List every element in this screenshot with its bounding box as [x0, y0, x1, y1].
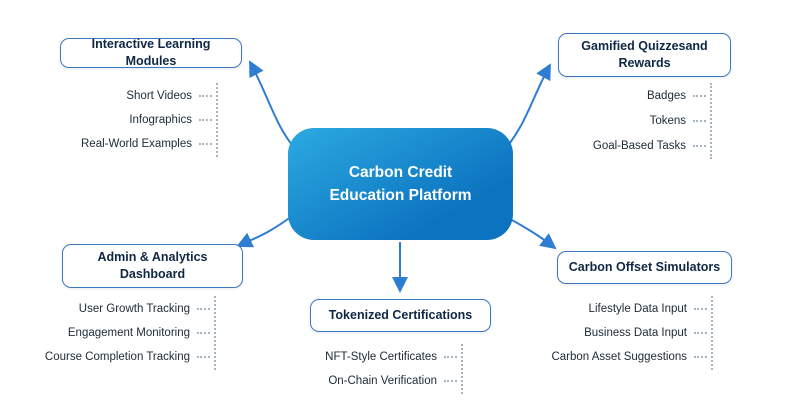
list-item: Badges	[562, 84, 710, 108]
leader-dots	[694, 356, 707, 358]
node-tokenized-certifications: Tokenized Certifications	[310, 299, 491, 332]
leader-dots	[197, 356, 210, 358]
list-item: Course Completion Tracking	[38, 345, 214, 369]
leader-dots	[197, 308, 210, 310]
list-item-label: Tokens	[649, 115, 686, 127]
sublist-tokenized-certifications: NFT-Style Certificates On-Chain Verifica…	[298, 344, 463, 394]
list-item-label: Real-World Examples	[81, 138, 192, 150]
list-item-label: Carbon Asset Suggestions	[551, 351, 687, 363]
leader-dots	[693, 120, 706, 122]
list-item-label: Course Completion Tracking	[44, 351, 190, 363]
list-item: Goal-Based Tasks	[562, 134, 710, 158]
list-item-label: Infographics	[129, 114, 192, 126]
sublist-gamified-quizzes-and-rewards: Badges Tokens Goal-Based Tasks	[562, 83, 712, 159]
list-item: Business Data Input	[543, 321, 711, 345]
list-item: NFT-Style Certificates	[298, 345, 461, 369]
leader-dots	[199, 95, 212, 97]
leader-dots	[693, 95, 706, 97]
node-gamified-quizzes-and-rewards: Gamified Quizzesand Rewards	[558, 33, 731, 77]
list-item-label: Short Videos	[126, 90, 192, 102]
list-item: Lifestyle Data Input	[543, 297, 711, 321]
list-item: Infographics	[58, 108, 216, 132]
list-item: Tokens	[562, 109, 710, 133]
arrow-to-admin-dashboard	[236, 215, 293, 248]
list-item-label: On-Chain Verification	[328, 375, 437, 387]
list-item-label: Lifestyle Data Input	[588, 303, 687, 315]
sublist-carbon-offset-simulators: Lifestyle Data Input Business Data Input…	[543, 296, 713, 370]
list-item-label: Business Data Input	[584, 327, 687, 339]
list-item: Real-World Examples	[58, 132, 216, 156]
list-item-label: Badges	[646, 90, 686, 102]
node-carbon-offset-simulators: Carbon Offset Simulators	[557, 251, 732, 284]
list-item: On-Chain Verification	[298, 369, 461, 393]
sublist-admin-analytics-dashboard: User Growth Tracking Engagement Monitori…	[38, 296, 216, 370]
leader-dots	[694, 332, 707, 334]
list-item-label: User Growth Tracking	[78, 303, 190, 315]
node-admin-analytics-dashboard: Admin & Analytics Dashboard	[62, 244, 243, 288]
leader-dots	[199, 143, 212, 145]
leader-dots	[694, 308, 707, 310]
leader-dots	[199, 119, 212, 121]
arrow-to-gamified-quizzes	[505, 63, 551, 149]
node-interactive-learning-modules: Interactive Learning Modules	[60, 37, 242, 68]
list-item-label: NFT-Style Certificates	[325, 351, 437, 363]
leader-dots	[444, 380, 457, 382]
arrow-to-interactive-learning-modules	[249, 60, 297, 151]
list-item: User Growth Tracking	[38, 297, 214, 321]
leader-dots	[197, 332, 210, 334]
list-item-label: Goal-Based Tasks	[592, 140, 686, 152]
center-node: Carbon Credit Education Platform	[288, 128, 513, 240]
arrow-to-carbon-offset-simulators	[509, 218, 557, 250]
list-item: Engagement Monitoring	[38, 321, 214, 345]
leader-dots	[693, 145, 706, 147]
list-item: Short Videos	[58, 84, 216, 108]
leader-dots	[444, 356, 457, 358]
list-item: Carbon Asset Suggestions	[543, 345, 711, 369]
sublist-interactive-learning-modules: Short Videos Infographics Real-World Exa…	[58, 83, 218, 157]
list-item-label: Engagement Monitoring	[67, 327, 190, 339]
